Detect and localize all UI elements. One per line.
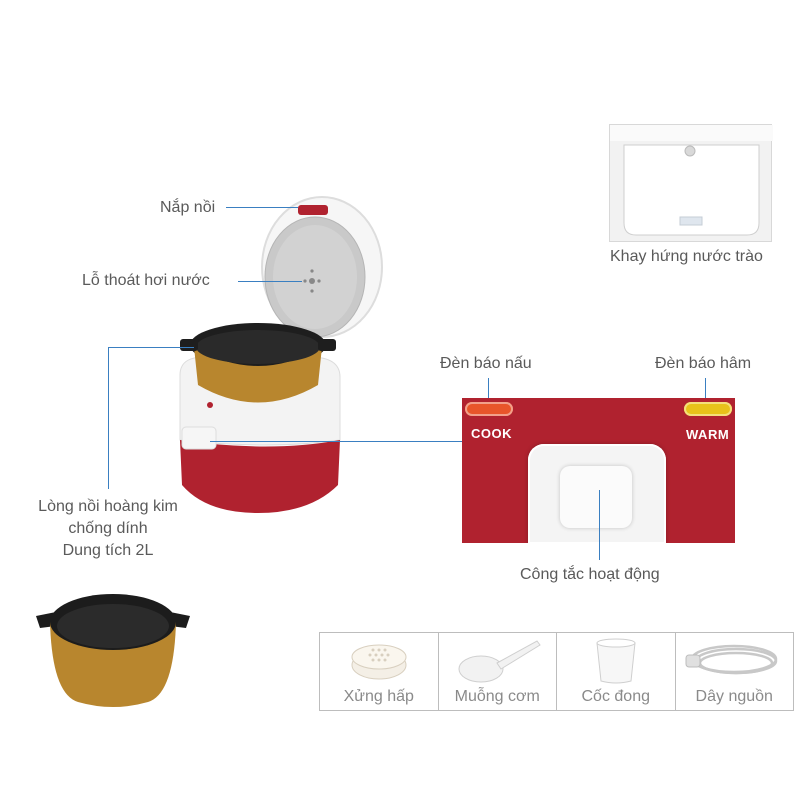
label-warm-lamp: Đèn báo hâm [655,355,752,372]
pointer-line-vent [238,281,302,282]
cook-lamp [465,402,513,416]
pointer-line-cook [488,378,489,402]
label-inner-pot-line3: Dung tích 2L [62,542,154,559]
pointer-line-panel [210,441,462,442]
label-inner-pot-line1: Lòng nồi hoàng kim [38,498,178,515]
label-inner-pot: Lòng nồi hoàng kim chống dính Dung tích … [20,496,196,562]
accessory-label: Muỗng cơm [454,688,540,705]
vent-holes [309,278,315,284]
warm-lamp [684,402,732,416]
label-switch: Công tắc hoạt động [520,566,660,583]
measuring-cup-icon [596,638,636,684]
drip-tray-drawing [610,125,773,236]
inner-pot-gold [194,347,322,403]
accessory-label: Xửng hấp [343,688,414,705]
inner-pot-image [36,594,190,707]
pointer-line-pot-v [108,347,109,489]
pointer-line-pot-h [108,347,194,348]
power-switch [528,444,666,543]
label-vent: Lỗ thoát hơi nước [82,272,210,289]
power-cord-icon [685,644,777,675]
accessories-table: Xửng hấp Muỗng cơm Cốc đong Dây nguồn [319,632,794,711]
power-switch-button [560,466,632,528]
accessory-steamer: Xửng hấp [320,633,439,710]
pointer-line-lid [226,207,298,208]
cooker-body-red [180,440,340,513]
steamer-tray-icon [351,644,407,680]
pointer-line-warm [705,378,706,402]
pointer-line-switch [599,490,600,560]
cook-text: COOK [471,426,512,441]
accessory-label: Dây nguồn [695,688,773,705]
rice-paddle-icon [458,640,541,683]
body-control-panel [181,426,217,450]
label-drip-tray: Khay hứng nước trào [610,248,763,265]
warm-text: WARM [686,427,730,442]
label-cook-lamp: Đèn báo nấu [440,355,532,372]
drip-tray-image [609,124,773,242]
accessory-rice-paddle: Muỗng cơm [439,633,557,710]
accessory-label: Cốc đong [581,688,651,705]
accessory-power-cord: Dây nguồn [676,633,794,710]
label-inner-pot-line2: chống dính [68,520,148,537]
label-lid: Nắp nồi [160,199,216,216]
control-panel-closeup: COOK WARM [462,398,735,543]
lid-hinge [298,205,328,215]
rice-cooker-image [179,196,383,513]
accessory-measuring-cup: Cốc đong [557,633,676,710]
